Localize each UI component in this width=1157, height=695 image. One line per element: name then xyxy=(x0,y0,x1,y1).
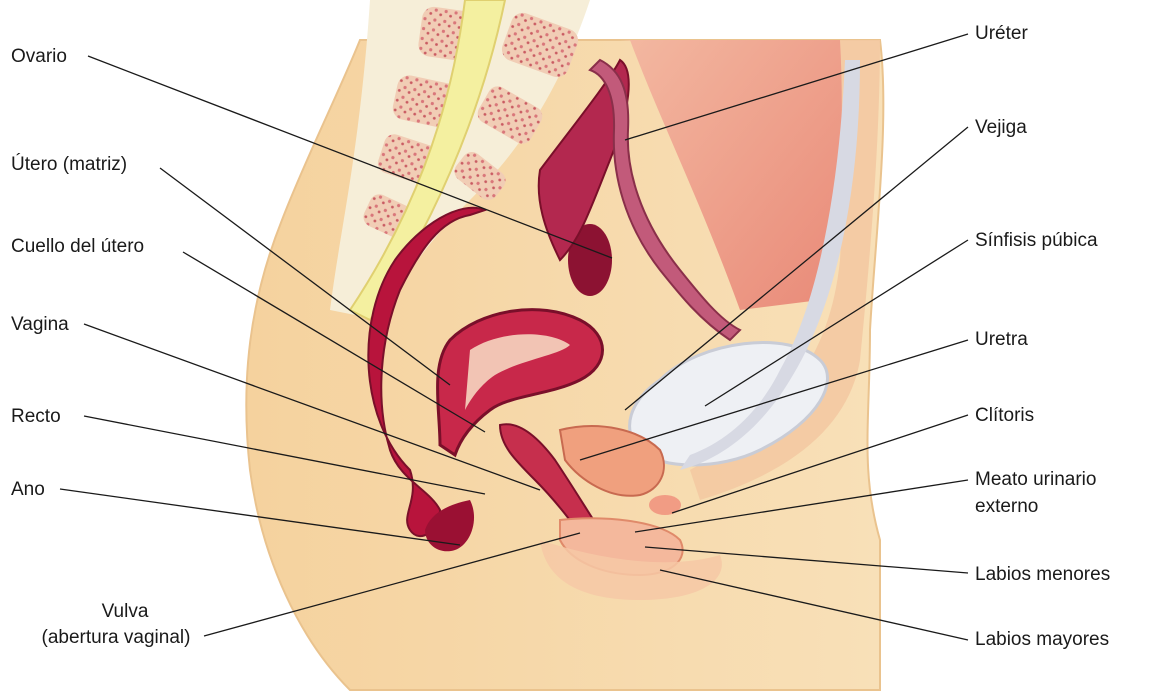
label-ano: Ano xyxy=(11,478,45,501)
label-ovario: Ovario xyxy=(11,45,67,68)
label-meato-externo: externo xyxy=(975,495,1038,518)
label-ureter: Uréter xyxy=(975,22,1028,45)
label-labios-mayores: Labios mayores xyxy=(975,628,1109,651)
label-recto: Recto xyxy=(11,405,61,428)
label-clitoris: Clítoris xyxy=(975,404,1034,427)
label-meato: Meato urinario xyxy=(975,468,1096,491)
label-vulva: Vulva xyxy=(40,600,210,623)
label-sinfisis: Sínfisis púbica xyxy=(975,229,1098,252)
label-cuello: Cuello del útero xyxy=(11,235,144,258)
label-vejiga: Vejiga xyxy=(975,116,1027,139)
label-vulva-abertura: (abertura vaginal) xyxy=(20,626,212,649)
label-vagina: Vagina xyxy=(11,313,69,336)
label-uretra: Uretra xyxy=(975,328,1028,351)
label-labios-menores: Labios menores xyxy=(975,563,1110,586)
label-utero: Útero (matriz) xyxy=(11,153,127,176)
